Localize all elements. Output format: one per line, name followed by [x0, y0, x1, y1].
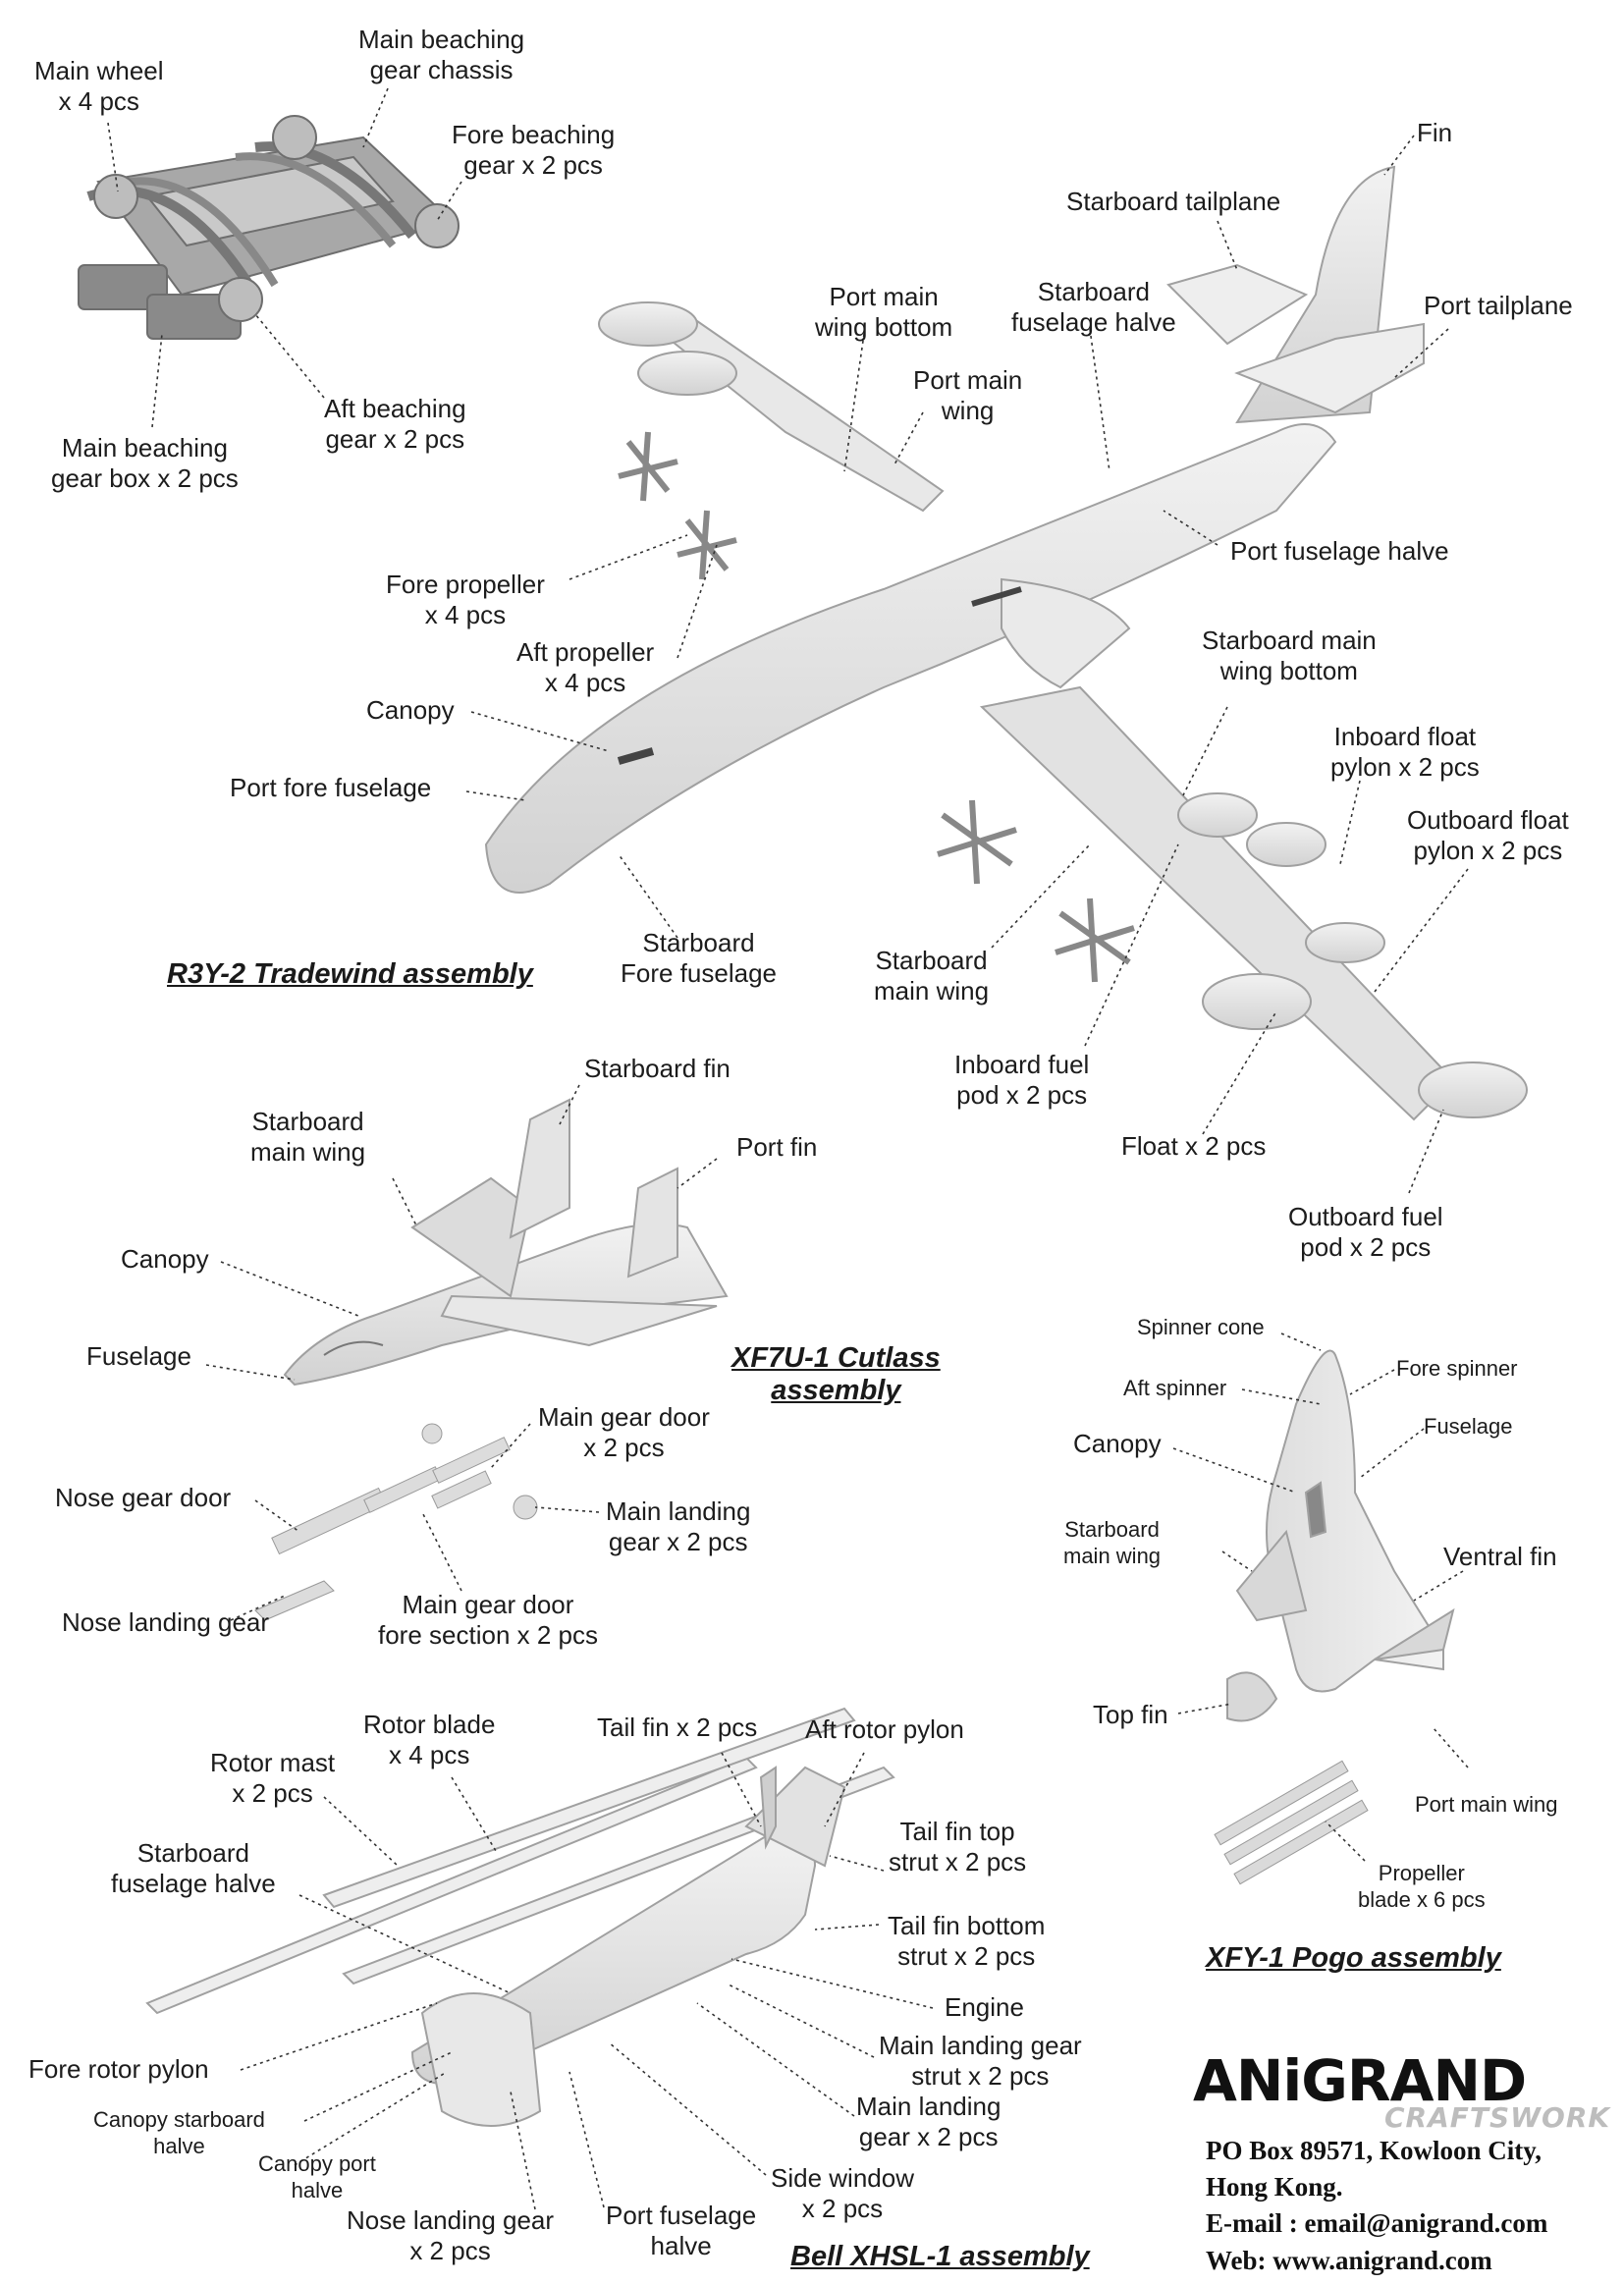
part-label: Outboard fuel pod x 2 pcs [1288, 1202, 1443, 1262]
part-label: Starboard fuselage halve [1011, 277, 1176, 337]
part-label: Main landing gear x 2 pcs [856, 2092, 1001, 2151]
part-label: Starboard main wing bottom [1202, 625, 1377, 685]
part-label: Inboard fuel pod x 2 pcs [954, 1050, 1090, 1110]
part-label: Main gear door x 2 pcs [538, 1402, 710, 1462]
part-label: Fore rotor pylon [28, 2054, 209, 2084]
xhsl-part [145, 1707, 895, 2127]
part-label: Engine [945, 1992, 1024, 2022]
part-label: Aft beaching gear x 2 pcs [324, 394, 466, 454]
part-label: Main landing gear strut x 2 pcs [879, 2031, 1082, 2091]
assembly-title: R3Y-2 Tradewind assembly [167, 958, 533, 990]
part-label: Starboard tailplane [1066, 187, 1281, 216]
part-label: Top fin [1093, 1700, 1168, 1729]
part-label: Port fin [736, 1132, 818, 1162]
part-label: Main beaching gear box x 2 pcs [51, 433, 239, 493]
part-label: Ventral fin [1443, 1542, 1557, 1571]
part-label: Tail fin top strut x 2 pcs [889, 1817, 1027, 1876]
part-label: Fuselage [86, 1341, 191, 1371]
part-label: Canopy starboard halve [93, 2107, 265, 2158]
part-label: Outboard float pylon x 2 pcs [1407, 805, 1569, 865]
part-label: Fore spinner [1396, 1356, 1518, 1381]
part-label: Propeller blade x 6 pcs [1358, 1861, 1486, 1912]
part-label: Starboard main wing [250, 1107, 366, 1167]
brand-logo: ANiGRAND [1193, 2047, 1527, 2114]
part-label: Fore beaching gear x 2 pcs [452, 120, 616, 180]
part-label: Starboard main wing [1063, 1517, 1162, 1568]
part-label: Fore propeller x 4 pcs [386, 570, 545, 629]
assembly-title: Bell XHSL-1 assembly [790, 2241, 1090, 2272]
part-label: Fin [1417, 118, 1453, 147]
address-line: PO Box 89571, Kowloon City, [1206, 2136, 1543, 2165]
address-line: Hong Kong. [1206, 2172, 1343, 2202]
part-label: Aft spinner [1123, 1376, 1227, 1400]
part-label: Canopy [121, 1244, 209, 1274]
part-label: Nose landing gear x 2 pcs [347, 2205, 555, 2265]
part-label: Side window x 2 pcs [771, 2163, 914, 2223]
part-label: Main gear door fore section x 2 pcs [378, 1590, 598, 1650]
assembly-title: XF7U-1 Cutlass assembly [731, 1342, 941, 1406]
part-label: Port main wing bottom [815, 282, 953, 342]
part-label: Inboard float pylon x 2 pcs [1330, 722, 1480, 782]
assembly-title: XFY-1 Pogo assembly [1206, 1942, 1501, 1974]
part-label: Rotor mast x 2 pcs [210, 1748, 336, 1808]
part-label: Starboard main wing [874, 946, 990, 1006]
beaching-gear-part [78, 115, 460, 340]
part-label: Main beaching gear chassis [358, 25, 525, 84]
part-label: Spinner cone [1137, 1315, 1265, 1339]
part-label: Tail fin bottom strut x 2 pcs [888, 1911, 1046, 1971]
part-label: Port tailplane [1424, 291, 1573, 320]
web-line: Web: www.anigrand.com [1206, 2246, 1492, 2275]
part-label: Port fore fuselage [230, 773, 432, 802]
part-label: Aft propeller x 4 pcs [516, 637, 655, 697]
propeller-blade-part [1214, 1760, 1369, 1885]
part-label: Main landing gear x 2 pcs [606, 1496, 751, 1556]
part-label: Canopy [1073, 1429, 1162, 1458]
part-label: Port main wing [1415, 1792, 1558, 1817]
part-label: Port main wing [913, 365, 1023, 425]
part-label: Port fuselage halve [1230, 536, 1449, 566]
pogo-part [1226, 1349, 1455, 1722]
part-label: Rotor blade x 4 pcs [363, 1710, 496, 1769]
part-label: Main wheel x 4 pcs [34, 56, 164, 116]
part-label: Aft rotor pylon [805, 1714, 964, 1744]
part-label: Port fuselage halve [606, 2201, 757, 2260]
part-label: Canopy port halve [258, 2151, 376, 2202]
cutlass-small-parts [254, 1423, 538, 1621]
part-label: Starboard Fore fuselage [621, 928, 777, 988]
part-label: Nose gear door [55, 1483, 232, 1512]
part-label: Canopy [366, 695, 455, 725]
email-line: E-mail : email@anigrand.com [1206, 2208, 1548, 2238]
propeller-part [618, 431, 1135, 983]
cutlass-part [283, 1098, 729, 1387]
part-label: Fuselage [1424, 1414, 1513, 1439]
brand-subtitle: CRAFTSWORK [1384, 2101, 1611, 2134]
part-label: Nose landing gear [62, 1607, 270, 1637]
part-label: Float x 2 pcs [1121, 1131, 1267, 1161]
part-label: Starboard fuselage halve [111, 1838, 276, 1898]
part-label: Tail fin x 2 pcs [597, 1713, 758, 1742]
part-label: Starboard fin [584, 1054, 731, 1083]
tradewind-part [484, 165, 1528, 1121]
